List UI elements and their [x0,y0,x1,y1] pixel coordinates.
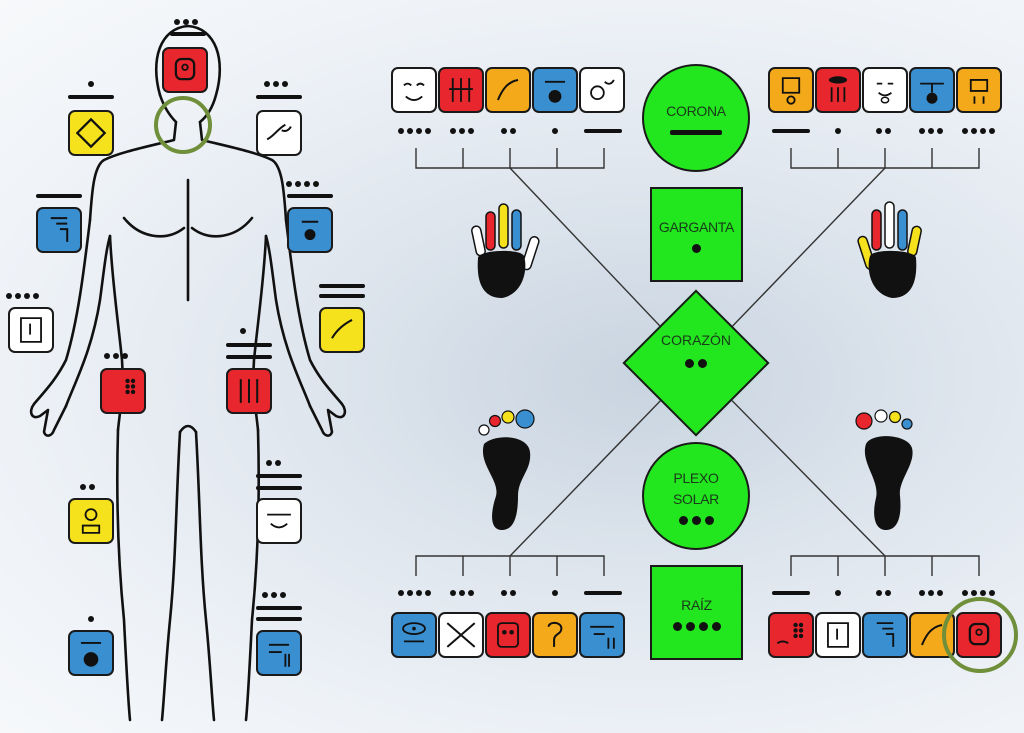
chakra-corona-label: CORONA [666,103,726,119]
highlight-ring-glyph [942,597,1018,673]
chakra-corona-number-bar [670,130,722,135]
glyph-tr-2 [815,67,861,113]
chakra-corazon-label: CORAZÓN [661,332,731,348]
body-glyph-left-hand [100,368,146,414]
glyph-tr-1 [768,67,814,113]
marker-left-forearm [6,293,39,299]
num-tr-5 [962,128,995,134]
body-glyph-right-forearm [319,307,365,353]
glyph-bl-5 [579,612,625,658]
num-bl-1 [398,590,431,596]
glyph-tl-2 [438,67,484,113]
marker-left-arm-upper-bar [36,194,82,198]
marker-left-shoulder [88,81,94,87]
marker-right-knee-bar-1 [256,474,302,478]
num-br-5 [962,590,995,596]
marker-right-knee-bar-2 [256,486,302,490]
body-glyph-right-knee [256,498,302,544]
glyph-tr-4 [909,67,955,113]
glyph-bl-2 [438,612,484,658]
glyph-bl-3 [485,612,531,658]
num-br-3 [876,590,891,596]
num-bl-2 [450,590,474,596]
body-glyph-left-shoulder [68,110,114,156]
body-glyph-head [162,47,208,93]
marker-right-shoulder-bar [256,95,302,99]
chakra-plexo-dots [678,515,714,525]
body-glyph-left-arm-upper [36,207,82,253]
num-tl-2 [450,128,474,134]
marker-head-bar [170,32,206,36]
marker-head [174,19,198,25]
glyph-bl-1 [391,612,437,658]
chakra-garganta: GARGANTA [650,187,743,282]
marker-right-knee [266,460,281,466]
body-glyph-right-hand [226,368,272,414]
marker-right-shoulder [264,81,288,87]
marker-right-hand-bar-2 [226,355,272,359]
num-br-1 [772,591,810,595]
right-hand-icon [857,201,922,298]
glyph-tl-4 [532,67,578,113]
chakra-raiz-dots [672,621,721,631]
chakra-corazon-content: CORAZÓN [644,330,748,368]
marker-right-hand-bar-1 [226,343,272,347]
glyph-tl-1 [391,67,437,113]
num-bl-5 [584,591,622,595]
chakra-garganta-label: GARGANTA [658,218,735,235]
chakra-plexo-solar: PLEXO SOLAR [642,442,750,550]
glyph-br-2 [815,612,861,658]
marker-right-foot-bar-1 [256,606,302,610]
num-bl-4 [552,590,558,596]
human-body-outline [29,24,347,722]
marker-right-forearm-bar-2 [319,294,365,298]
marker-right-arm-upper [286,181,319,187]
marker-left-shoulder-bar [68,95,114,99]
body-glyph-right-arm-upper [287,207,333,253]
glyph-tr-5 [956,67,1002,113]
num-tl-3 [501,128,516,134]
num-tr-4 [919,128,943,134]
body-glyph-right-foot [256,630,302,676]
marker-right-forearm-bar-1 [319,284,365,288]
marker-right-foot-bar-2 [256,617,302,621]
chakra-raiz-label: RAÍZ [681,596,712,613]
body-glyph-left-forearm [8,307,54,353]
chakra-plexo-label: PLEXO SOLAR [673,469,719,507]
glyph-br-1 [768,612,814,658]
marker-left-hand [104,353,128,359]
chakra-raiz: RAÍZ [650,565,743,660]
num-tr-1 [772,129,810,133]
marker-right-hand [240,328,246,334]
left-hand-icon [471,203,540,298]
body-glyph-left-knee [68,498,114,544]
marker-right-foot [262,592,286,598]
glyph-br-3 [862,612,908,658]
right-foot-icon [855,409,913,530]
num-tl-4 [552,128,558,134]
num-br-4 [919,590,943,596]
glyph-tl-3 [485,67,531,113]
num-bl-3 [501,590,516,596]
num-tl-5 [584,129,622,133]
chakra-corona: CORONA [642,64,750,172]
glyph-tr-3 [862,67,908,113]
chakra-corazon-dots [685,359,707,368]
body-glyph-left-foot [68,630,114,676]
glyph-bl-4 [532,612,578,658]
num-tr-2 [835,128,841,134]
left-foot-icon [478,409,535,530]
num-tr-3 [876,128,891,134]
body-glyph-right-shoulder [256,110,302,156]
marker-left-foot [88,616,94,622]
marker-left-knee [80,484,95,490]
marker-right-arm-upper-bar [287,194,333,198]
glyph-tl-5 [579,67,625,113]
num-tl-1 [398,128,431,134]
highlight-ring-throat [154,96,212,154]
num-br-2 [835,590,841,596]
chakra-garganta-dots [692,243,701,253]
